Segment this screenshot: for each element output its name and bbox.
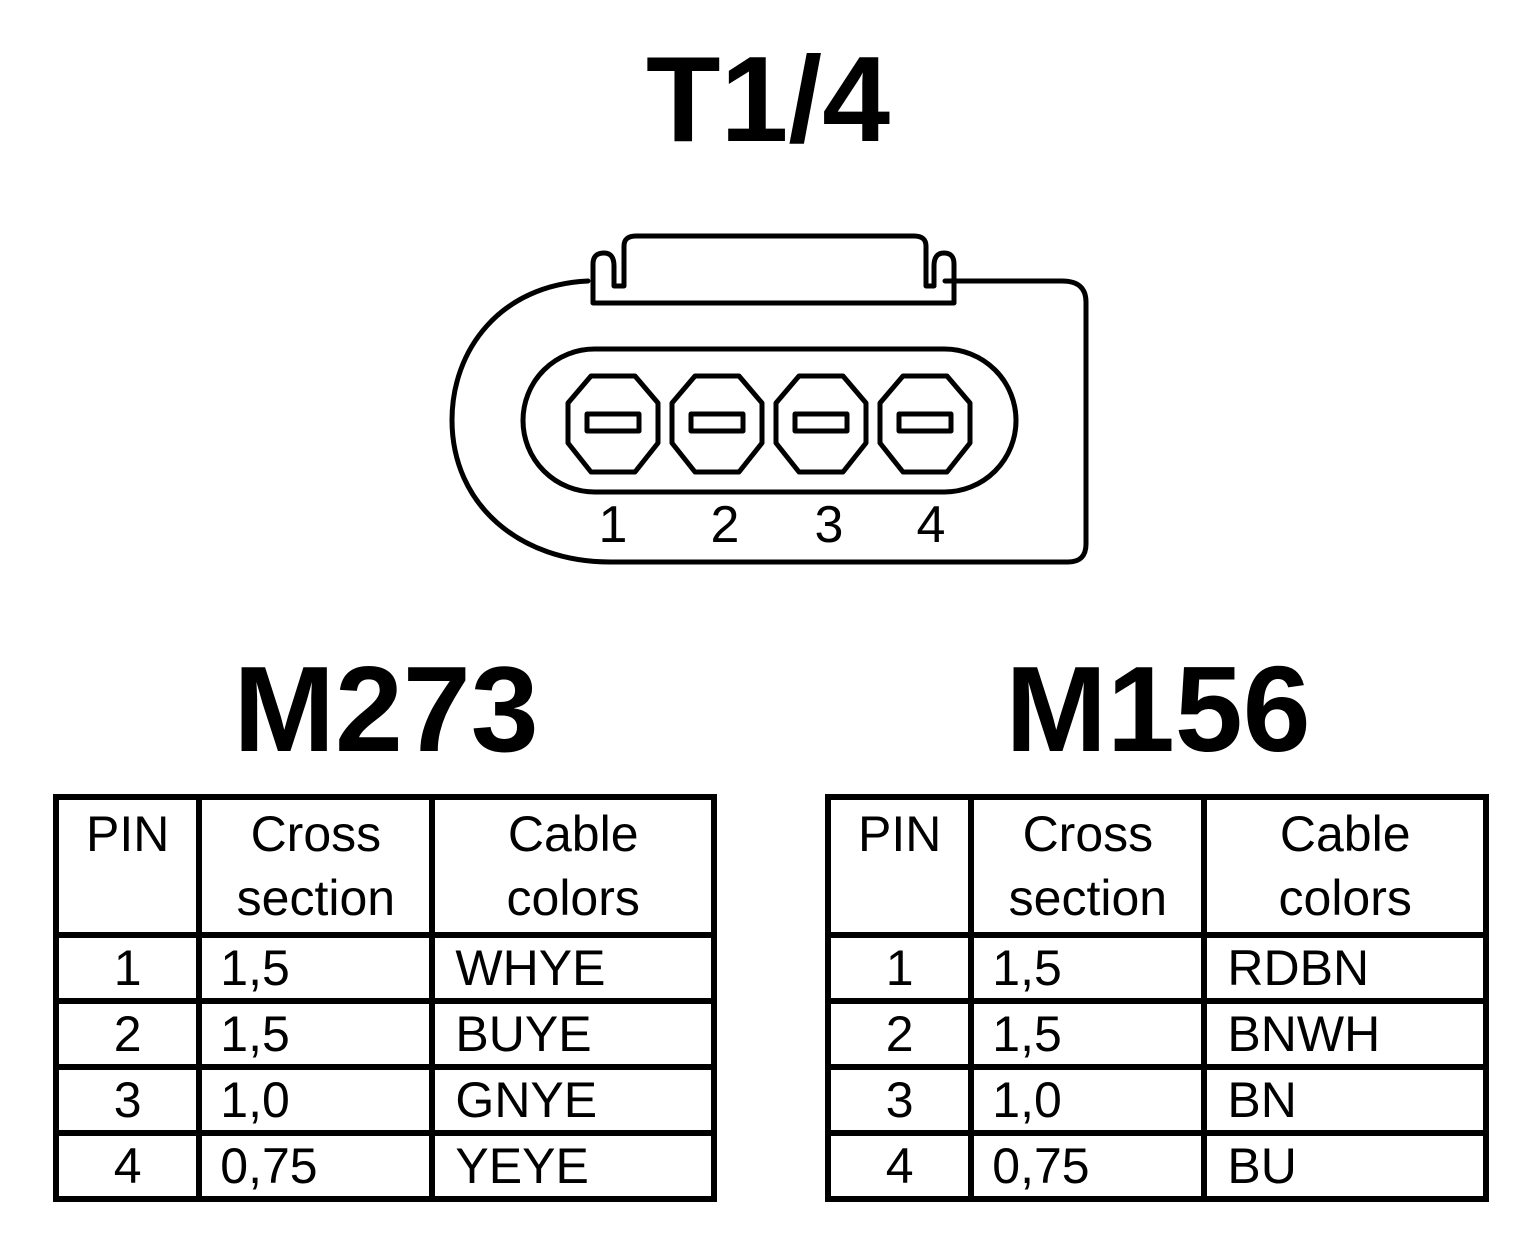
- cable-color-cell: BUYE: [429, 998, 717, 1070]
- cable-color-cell: BU: [1201, 1130, 1489, 1202]
- pin-cell: 1: [824, 932, 975, 1004]
- pin-table-m273: PIN Cross section Cable colors 1 1,5 WHY…: [52, 794, 717, 1202]
- pin-cell: 2: [52, 998, 203, 1070]
- pin-cell: 3: [824, 1064, 975, 1136]
- model-title-m156: M156: [1005, 641, 1311, 777]
- connector-latch: [590, 233, 957, 306]
- header-cable-colors: Cable colors: [429, 794, 717, 938]
- connector-housing: [449, 278, 1089, 565]
- pin-socket-4: [877, 373, 973, 475]
- table-row: 4 0,75 BU: [824, 1130, 1489, 1202]
- pin-label-4: 4: [917, 496, 946, 554]
- cross-section-cell: 1,0: [968, 1064, 1208, 1136]
- model-title-m273: M273: [233, 641, 539, 777]
- pin-cell: 4: [52, 1130, 203, 1202]
- connector-title: T1/4: [645, 31, 891, 167]
- pin-socket-3: [773, 373, 869, 475]
- header-cross-section: Cross section: [968, 794, 1208, 938]
- pin-well: [520, 346, 1019, 495]
- cross-section-cell: 1,5: [968, 998, 1208, 1070]
- pin-cell: 1: [52, 932, 203, 1004]
- cross-section-cell: 1,0: [196, 1064, 436, 1136]
- cross-section-cell: 0,75: [968, 1130, 1208, 1202]
- header-pin: PIN: [824, 794, 975, 938]
- table-row: 2 1,5 BNWH: [824, 998, 1489, 1070]
- pin-socket-2: [669, 373, 765, 475]
- table-header-row: PIN Cross section Cable colors: [824, 794, 1489, 938]
- pin-label-2: 2: [711, 496, 740, 554]
- header-cable-colors: Cable colors: [1201, 794, 1489, 938]
- table-row: 1 1,5 WHYE: [52, 932, 717, 1004]
- pin-cell: 2: [824, 998, 975, 1070]
- cross-section-cell: 1,5: [196, 998, 436, 1070]
- pin-label-1: 1: [599, 496, 628, 554]
- table-row: 1 1,5 RDBN: [824, 932, 1489, 1004]
- pin-cell: 4: [824, 1130, 975, 1202]
- pin-label-3: 3: [815, 496, 844, 554]
- pin-table-m156: PIN Cross section Cable colors 1 1,5 RDB…: [824, 794, 1489, 1202]
- header-cross-section: Cross section: [196, 794, 436, 938]
- cable-color-cell: YEYE: [429, 1130, 717, 1202]
- cable-color-cell: BN: [1201, 1064, 1489, 1136]
- table-row: 3 1,0 BN: [824, 1064, 1489, 1136]
- table-row: 4 0,75 YEYE: [52, 1130, 717, 1202]
- table-row: 2 1,5 BUYE: [52, 998, 717, 1070]
- connector-diagram: 1 2 3 4: [449, 233, 1089, 565]
- pin-cell: 3: [52, 1064, 203, 1136]
- cross-section-cell: 1,5: [196, 932, 436, 1004]
- cable-color-cell: WHYE: [429, 932, 717, 1004]
- header-pin: PIN: [52, 794, 203, 938]
- cross-section-cell: 0,75: [196, 1130, 436, 1202]
- table-row: 3 1,0 GNYE: [52, 1064, 717, 1136]
- cable-color-cell: GNYE: [429, 1064, 717, 1136]
- pin-socket-1: [565, 373, 661, 475]
- table-header-row: PIN Cross section Cable colors: [52, 794, 717, 938]
- cross-section-cell: 1,5: [968, 932, 1208, 1004]
- cable-color-cell: RDBN: [1201, 932, 1489, 1004]
- cable-color-cell: BNWH: [1201, 998, 1489, 1070]
